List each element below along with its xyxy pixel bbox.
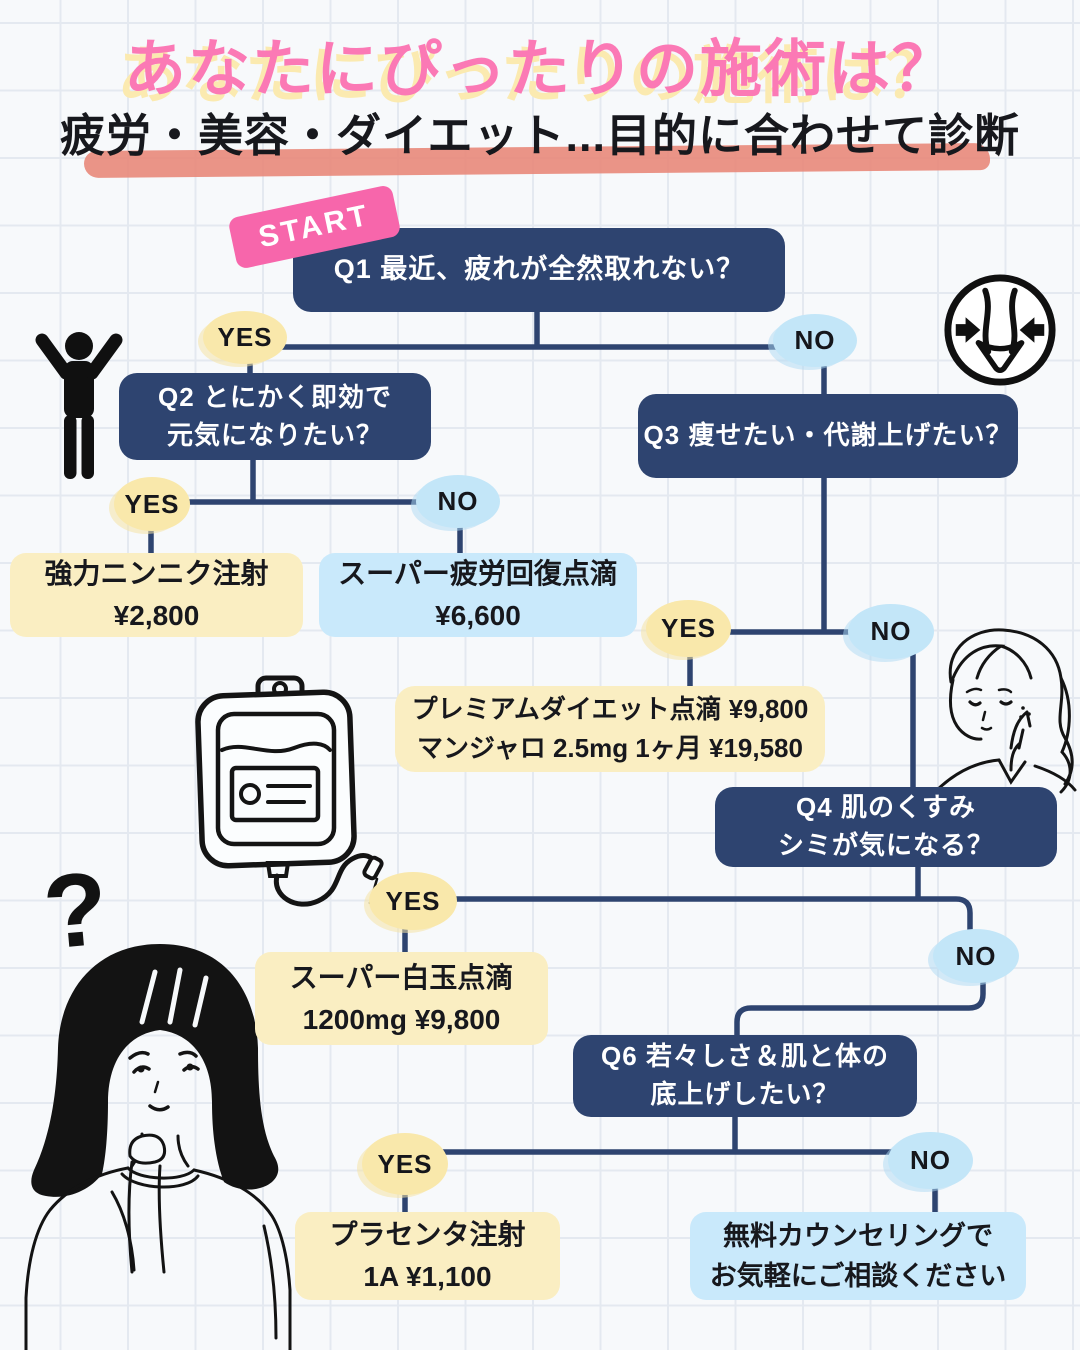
result-price: ¥2,800	[113, 600, 200, 631]
q4-no-to-q6	[734, 978, 986, 1038]
q4-no-tag: NO	[933, 929, 1019, 983]
iv-drip-bag-icon	[195, 675, 384, 907]
result-name: プラセンタ注射	[329, 1219, 526, 1250]
thinking-woman-icon	[24, 944, 292, 1350]
q3-yes-tag: YES	[646, 600, 731, 657]
result-price: ¥6,600	[435, 600, 521, 631]
no-label: NO	[910, 1145, 951, 1175]
no-label: NO	[955, 940, 997, 971]
slim-waist-icon	[944, 274, 1056, 386]
result-placenta-injection: プラセンタ注射 1A ¥1,100	[295, 1212, 560, 1300]
yes-label: YES	[217, 322, 273, 352]
worried-woman-icon	[933, 628, 1077, 794]
result-price: 1200mg ¥9,800	[302, 1003, 501, 1035]
q4-stem-branch	[413, 865, 973, 934]
yes-label: YES	[124, 488, 180, 519]
question-q6-line2: 底上げしたい？	[650, 1079, 840, 1109]
result-premium-diet: プレミアムダイエット点滴 ¥9,800 マンジャロ 2.5mg 1ヶ月 ¥19,…	[395, 686, 825, 772]
no-label: NO	[870, 616, 912, 646]
question-q4: Q4 肌のくすみ シミが気になる？	[715, 787, 1057, 867]
question-q3: Q3 痩せたい・代謝上げたい？	[638, 394, 1018, 478]
yes-label: YES	[660, 613, 717, 643]
question-q4-line1: Q4 肌のくすみ	[796, 792, 976, 823]
q2-yes-tag: YES	[114, 477, 190, 531]
q3-no-tag: NO	[848, 604, 934, 659]
result-name: スーパー疲労回復点滴	[338, 558, 618, 589]
q4-yes-tag: YES	[369, 872, 457, 930]
hair	[31, 944, 279, 1197]
page-title: あなたにぴったりの施術は？	[123, 35, 956, 104]
question-q2-line1: Q2 とにかく即効で	[158, 381, 392, 412]
energized-person-icon	[35, 332, 123, 479]
question-q6-line1: Q6 若々しさ＆肌と体の	[601, 1041, 889, 1072]
result-free-counseling: 無料カウンセリングで お気軽にご相談ください	[690, 1212, 1026, 1300]
page-subtitle: 疲労・美容・ダイエット...目的に合わせて診断	[59, 110, 1021, 161]
result-price: 1A ¥1,100	[363, 1261, 492, 1292]
result-text-line1: 無料カウンセリングで	[723, 1220, 993, 1251]
result-shiratama-drip: スーパー白玉点滴 1200mg ¥9,800	[255, 952, 548, 1045]
no-label: NO	[437, 486, 479, 516]
result-name: 強力ニンニク注射	[44, 558, 269, 589]
result-fatigue-recovery-drip: スーパー疲労回復点滴 ¥6,600	[319, 553, 637, 637]
q6-no-tag: NO	[888, 1132, 973, 1189]
q6-yes-tag: YES	[362, 1133, 448, 1195]
result-price: マンジャロ 2.5mg 1ヶ月 ¥19,580	[417, 733, 803, 763]
yes-label: YES	[385, 885, 441, 916]
question-q4-line2: シミが気になる？	[777, 830, 994, 860]
question-q2: Q2 とにかく即効で 元気になりたい？	[119, 373, 431, 460]
q2-no-tag: NO	[416, 475, 500, 528]
question-q6: Q6 若々しさ＆肌と体の 底上げしたい？	[573, 1035, 917, 1117]
no-label: NO	[794, 325, 836, 355]
result-text-line2: お気軽にご相談ください	[709, 1261, 1007, 1291]
result-name: プレミアムダイエット点滴 ¥9,800	[411, 694, 809, 724]
yes-label: YES	[377, 1148, 433, 1179]
question-q1: Q1 最近、疲れが全然取れない？	[293, 228, 785, 312]
result-garlic-injection: 強力ニンニク注射 ¥2,800	[10, 553, 303, 637]
question-q2-line2: 元気になりたい？	[166, 419, 383, 450]
q1-yes-tag: YES	[203, 311, 287, 364]
question-q1-text: Q1 最近、疲れが全然取れない？	[333, 254, 745, 285]
result-name: スーパー白玉点滴	[289, 961, 514, 993]
question-q3-text: Q3 痩せたい・代謝上げたい？	[643, 420, 1013, 451]
q1-no-tag: NO	[773, 314, 857, 367]
question-mark: ?	[39, 850, 113, 972]
